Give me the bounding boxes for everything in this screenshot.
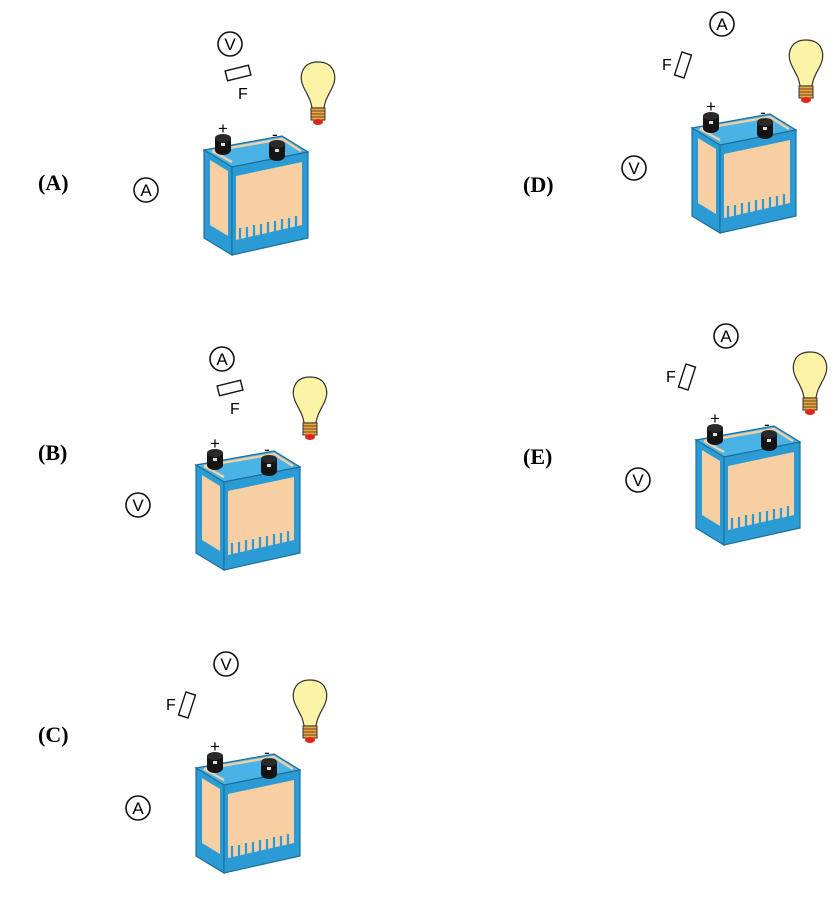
side-meter[interactable]: V — [625, 467, 651, 493]
circuit-b: V A F — [125, 346, 328, 572]
minus-sign: - — [264, 743, 270, 762]
battery-label — [202, 475, 220, 551]
bulb-glass — [792, 351, 828, 399]
option-label-b[interactable]: (B) — [38, 440, 68, 465]
option-label-a[interactable]: (A) — [38, 170, 69, 195]
top-branch-wire — [190, 663, 304, 752]
bulb-tip — [305, 434, 315, 440]
positive-terminal[interactable] — [207, 752, 223, 773]
negative-terminal[interactable] — [757, 118, 773, 139]
lightbulb — [292, 679, 328, 743]
circuit-e: V A F — [625, 323, 828, 547]
svg-text:V: V — [132, 496, 144, 515]
bulb-tip — [313, 119, 323, 125]
option-label-e[interactable]: (E) — [523, 444, 553, 469]
battery — [194, 752, 302, 875]
plus-sign: + — [710, 409, 720, 428]
negative-terminal[interactable] — [261, 455, 277, 476]
battery-label — [698, 138, 716, 214]
svg-text:F: F — [662, 57, 672, 74]
battery — [694, 424, 802, 547]
svg-text:V: V — [628, 159, 640, 178]
bulb-tip — [805, 409, 815, 415]
lightbulb — [292, 376, 328, 440]
top-meter[interactable]: V — [217, 31, 243, 57]
top-meter[interactable]: A — [209, 346, 235, 372]
battery — [194, 449, 302, 572]
fuse[interactable]: F — [224, 64, 252, 103]
top-meter[interactable]: A — [709, 11, 735, 37]
battery-label — [202, 778, 220, 854]
fuse[interactable]: F — [216, 379, 244, 418]
svg-text:A: A — [716, 15, 728, 34]
option-label-d[interactable]: (D) — [523, 172, 554, 197]
battery-label — [702, 450, 720, 526]
svg-text:F: F — [666, 369, 676, 386]
svg-text:V: V — [632, 471, 644, 490]
negative-terminal[interactable] — [261, 758, 277, 779]
circuit-c: A V F — [125, 651, 328, 875]
svg-text:A: A — [132, 799, 144, 818]
fuse[interactable]: F — [666, 363, 697, 391]
option-label-c[interactable]: (C) — [38, 722, 69, 747]
positive-terminal[interactable] — [215, 134, 231, 155]
lightbulb — [792, 351, 828, 415]
minus-sign: - — [760, 103, 766, 122]
svg-text:A: A — [140, 181, 152, 200]
svg-text:V: V — [220, 655, 232, 674]
svg-text:A: A — [216, 350, 228, 369]
minus-sign: - — [264, 440, 270, 459]
circuit-d: V A F — [621, 11, 824, 235]
top-meter[interactable]: V — [213, 651, 239, 677]
bulb-glass — [292, 376, 328, 424]
top-branch-wire — [186, 43, 312, 134]
svg-text:F: F — [238, 86, 248, 103]
svg-text:F: F — [166, 697, 176, 714]
battery — [202, 134, 310, 257]
minus-sign: - — [764, 415, 770, 434]
svg-text:F: F — [230, 401, 240, 418]
positive-terminal[interactable] — [207, 449, 223, 470]
positive-terminal[interactable] — [703, 112, 719, 133]
fuse[interactable]: F — [662, 51, 693, 79]
lightbulb — [300, 61, 336, 125]
bulb-glass — [292, 679, 328, 727]
svg-text:V: V — [224, 35, 236, 54]
side-meter[interactable]: A — [125, 795, 151, 821]
plus-sign: + — [210, 737, 220, 756]
side-meter[interactable]: V — [125, 492, 151, 518]
bulb-tip — [801, 97, 811, 103]
bulb-glass — [788, 39, 824, 87]
plus-sign: + — [210, 434, 220, 453]
top-branch-wire — [686, 23, 800, 112]
top-meter[interactable]: A — [713, 323, 739, 349]
plus-sign: + — [218, 119, 228, 138]
plus-sign: + — [706, 97, 716, 116]
positive-terminal[interactable] — [707, 424, 723, 445]
top-branch-wire — [690, 335, 804, 424]
side-meter[interactable]: V — [621, 155, 647, 181]
lightbulb — [788, 39, 824, 103]
minus-sign: - — [272, 125, 278, 144]
fuse[interactable]: F — [166, 691, 197, 719]
bulb-glass — [300, 61, 336, 109]
top-branch-wire — [178, 358, 304, 449]
battery — [690, 112, 798, 235]
negative-terminal[interactable] — [269, 140, 285, 161]
circuit-a: A V F — [133, 31, 336, 257]
battery-label — [210, 160, 228, 236]
negative-terminal[interactable] — [761, 430, 777, 451]
svg-text:A: A — [720, 327, 732, 346]
side-meter[interactable]: A — [133, 177, 159, 203]
bulb-tip — [305, 737, 315, 743]
